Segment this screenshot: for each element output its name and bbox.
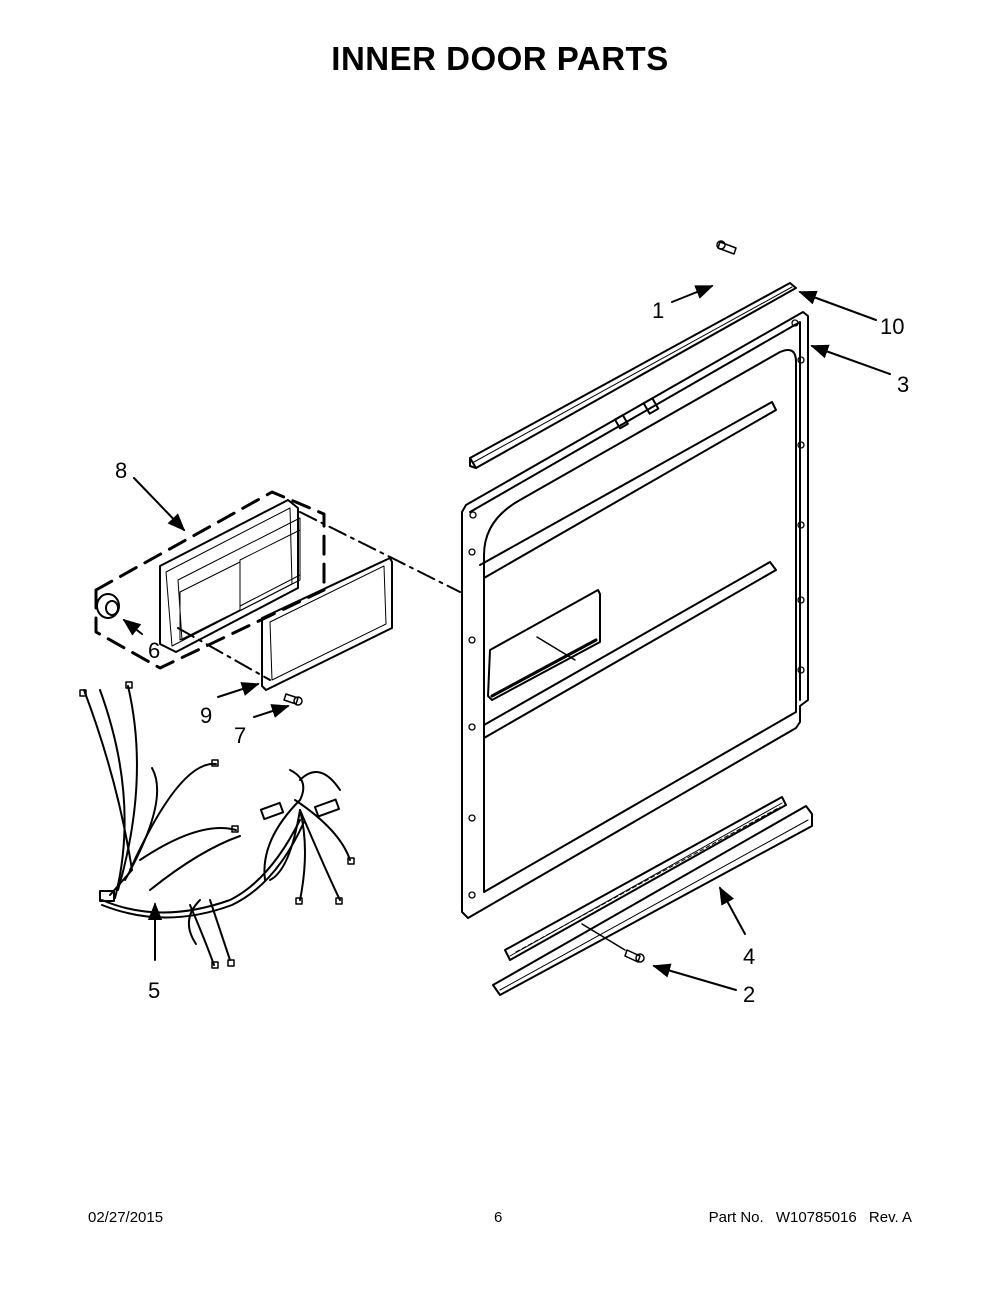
footer-page-number: 6 bbox=[494, 1209, 503, 1226]
callout-10: 10 bbox=[880, 314, 905, 339]
screw-bottom bbox=[581, 923, 645, 963]
dashed-group-box bbox=[94, 490, 326, 670]
callout-4: 4 bbox=[743, 944, 756, 969]
screw-gasket bbox=[283, 693, 303, 706]
bottom-door-trim bbox=[492, 796, 813, 996]
callout-9: 9 bbox=[200, 703, 213, 728]
part-number: W10785016 bbox=[775, 1209, 857, 1226]
user-interface-assembly bbox=[159, 499, 301, 653]
footer-part-info: Part No. W10785016 Rev. A bbox=[709, 1209, 912, 1226]
callout-3: 3 bbox=[897, 372, 910, 397]
callout-1: 1 bbox=[652, 298, 665, 323]
callout-8: 8 bbox=[115, 458, 128, 483]
top-trim-strip bbox=[469, 282, 797, 469]
screw-top bbox=[716, 240, 737, 255]
assembly-line bbox=[177, 511, 461, 681]
revision: Rev. A bbox=[868, 1209, 912, 1226]
leader-lines bbox=[122, 285, 891, 991]
callout-5: 5 bbox=[148, 978, 161, 1003]
selector-knob bbox=[96, 593, 120, 619]
wire-harness bbox=[79, 681, 355, 969]
part-label: Part No. bbox=[708, 1209, 764, 1226]
page-title: INNER DOOR PARTS bbox=[331, 40, 669, 77]
callout-6: 6 bbox=[148, 638, 161, 663]
inner-door-panel bbox=[461, 311, 809, 919]
callout-2: 2 bbox=[743, 982, 756, 1007]
footer-date: 02/27/2015 bbox=[88, 1209, 164, 1226]
ui-gasket bbox=[261, 557, 393, 691]
callout-7: 7 bbox=[234, 723, 247, 748]
